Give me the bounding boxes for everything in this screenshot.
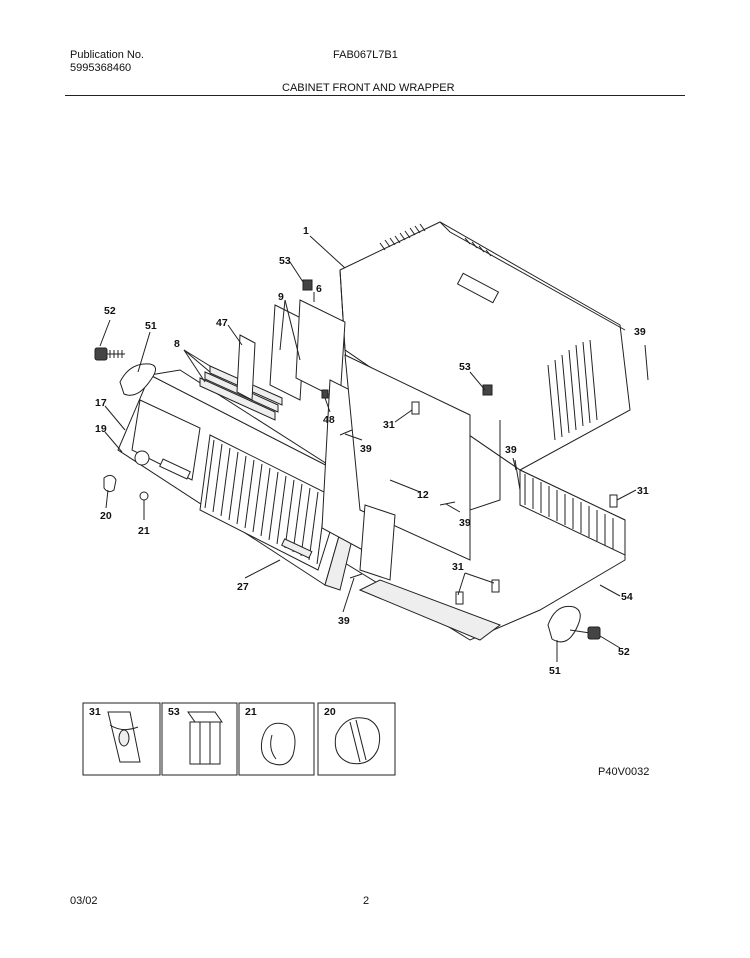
side-handle-left	[119, 363, 156, 396]
callout-31-a: 31	[383, 419, 395, 431]
clip-53-top	[302, 279, 313, 291]
publication-label: Publication No.	[70, 49, 144, 61]
detail-label-31: 31	[89, 706, 101, 718]
callout-labels: 1 53 6 9 47 8 52 51 17 19 20 21 27 48 31…	[95, 225, 649, 677]
clip-53-right	[482, 384, 493, 396]
callout-39-b: 39	[360, 443, 372, 455]
header-rule	[65, 95, 685, 96]
callout-6: 6	[316, 283, 322, 295]
detail-boxes: 31 53 21 20	[82, 702, 396, 776]
callout-19: 19	[95, 423, 107, 435]
callout-53-right: 53	[459, 361, 471, 373]
knob-21	[139, 491, 149, 501]
screw-39-e	[349, 573, 363, 579]
side-handle-right	[547, 605, 581, 643]
screw-39-a	[644, 344, 649, 381]
callout-39-d: 39	[459, 517, 471, 529]
callout-53-top: 53	[279, 255, 291, 267]
callout-1: 1	[303, 225, 309, 237]
knob-20	[103, 474, 117, 493]
detail-label-20: 20	[324, 706, 336, 718]
detail-knob-20	[334, 717, 381, 765]
screw-39-c	[514, 459, 521, 491]
base-pan-grille	[524, 474, 614, 549]
cabinet-wrapper	[339, 221, 631, 471]
detail-label-21: 21	[245, 706, 257, 718]
footer-page: 2	[363, 895, 370, 907]
figure-code: P40V0032	[598, 766, 650, 778]
callout-51-right: 51	[549, 665, 561, 677]
clip-31-a	[411, 401, 420, 415]
callout-20: 20	[100, 510, 112, 522]
filter-panels	[199, 299, 471, 581]
screw-48	[321, 389, 329, 399]
callout-31-c: 31	[452, 561, 464, 573]
publication-number: 5995368460	[70, 62, 132, 74]
clip-31-b	[609, 494, 618, 508]
callout-17: 17	[95, 397, 107, 409]
wrapper-vents-top	[379, 223, 492, 257]
footer-date: 03/02	[70, 895, 98, 907]
callout-27: 27	[237, 581, 249, 593]
wrapper-vents-side	[547, 339, 598, 441]
callout-54: 54	[621, 591, 633, 603]
hardware	[94, 279, 649, 643]
callout-51-left: 51	[145, 320, 157, 332]
callout-48: 48	[323, 414, 335, 426]
callout-47: 47	[216, 317, 228, 329]
callout-12: 12	[417, 489, 429, 501]
callout-39-c: 39	[505, 444, 517, 456]
side-screw-right	[569, 626, 601, 640]
leader-lines	[99, 235, 637, 662]
detail-knob-21	[260, 722, 296, 766]
callout-21: 21	[138, 525, 150, 537]
callout-39-e: 39	[338, 615, 350, 627]
callout-52-left: 52	[104, 305, 116, 317]
detail-clip-53	[187, 711, 223, 723]
front-panel	[117, 369, 366, 591]
callout-31-b: 31	[637, 485, 649, 497]
front-grille-louvers	[204, 439, 327, 565]
screw-39-b	[339, 429, 353, 436]
callout-52-right: 52	[618, 646, 630, 658]
clip-31-c	[455, 591, 464, 605]
model-number: FAB067L7B1	[333, 49, 398, 61]
section-title: CABINET FRONT AND WRAPPER	[282, 82, 455, 94]
callout-8: 8	[174, 338, 180, 350]
clip-31-d	[491, 579, 500, 593]
detail-label-53: 53	[168, 706, 180, 718]
screw-39-d	[439, 501, 456, 506]
callout-9: 9	[278, 291, 284, 303]
callout-39-a: 39	[634, 326, 646, 338]
side-screw-left	[94, 347, 125, 361]
